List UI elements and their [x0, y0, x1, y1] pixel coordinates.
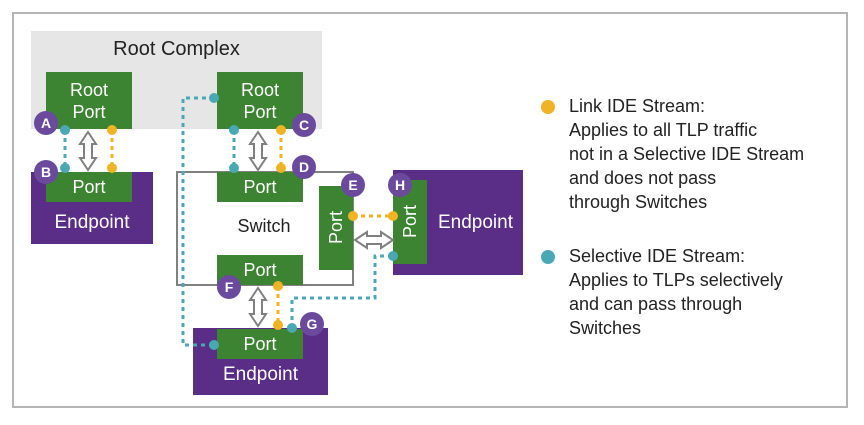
legend-selective-description: Applies to TLPs selectively and can pass… — [569, 270, 783, 338]
legend-link-title: Link IDE Stream: — [569, 96, 706, 116]
badge-f: F — [217, 275, 241, 299]
legend-selective-dot — [541, 250, 555, 264]
root-port-right: Root Port — [217, 72, 303, 129]
root-port-left: Root Port — [46, 72, 132, 129]
dot-d-yellow — [276, 163, 286, 173]
endpoint-left-port: Port — [46, 172, 132, 202]
arrow-switch-up-vertical — [248, 130, 268, 172]
switch-label: Switch — [237, 216, 291, 236]
endpoint-right-label: Endpoint — [437, 211, 513, 233]
dot-g-yellow — [273, 320, 283, 330]
dot-bottom-teal — [209, 340, 219, 350]
badge-c: C — [292, 113, 316, 137]
endpoint-bottom-port: Port — [217, 329, 303, 359]
dot-f-yellow — [273, 281, 283, 291]
arrow-switch-down-vertical — [248, 286, 268, 328]
badge-g: G — [300, 312, 324, 336]
double-arrows — [78, 130, 395, 328]
selective-ide-lines — [63, 96, 393, 347]
dot-b-teal — [60, 163, 70, 173]
dot-e-yellow — [348, 211, 358, 221]
link-ide-lines — [110, 130, 393, 325]
endpoint-bottom-label: Endpoint — [222, 364, 298, 385]
arrow-left-vertical — [78, 130, 98, 172]
selective-line-root-to-bottom — [181, 96, 214, 347]
dot-a-yellow — [107, 125, 117, 135]
figure-frame — [12, 12, 848, 408]
arrow-horizontal — [353, 230, 395, 250]
badge-h: H — [388, 173, 412, 197]
endpoint-left-label: Endpoint — [54, 212, 130, 233]
dot-d-teal — [229, 163, 239, 173]
badge-a: A — [34, 111, 58, 135]
dot-g-teal — [287, 323, 297, 333]
root-complex-label: Root Complex — [113, 38, 240, 60]
dot-h-yellow — [388, 211, 398, 221]
dot-h-teal — [388, 251, 398, 261]
selective-line-bottom-to-right — [290, 254, 393, 328]
legend-link-dot — [541, 100, 555, 114]
dot-c-yellow — [276, 125, 286, 135]
switch-upstream-port: Port — [217, 172, 303, 202]
badge-d: D — [292, 155, 316, 179]
legend-link-description: Applies to all TLP traffic not in a Sele… — [569, 120, 805, 212]
switch-downstream-port-e: Port — [319, 186, 353, 270]
dot-c-teal — [229, 125, 239, 135]
badge-b: B — [34, 160, 58, 184]
legend-selective-title: Selective IDE Stream: — [569, 246, 746, 266]
badge-e: E — [341, 173, 365, 197]
dot-a-teal — [60, 125, 70, 135]
dot-root-right-teal — [209, 93, 219, 103]
dot-b-yellow — [107, 163, 117, 173]
